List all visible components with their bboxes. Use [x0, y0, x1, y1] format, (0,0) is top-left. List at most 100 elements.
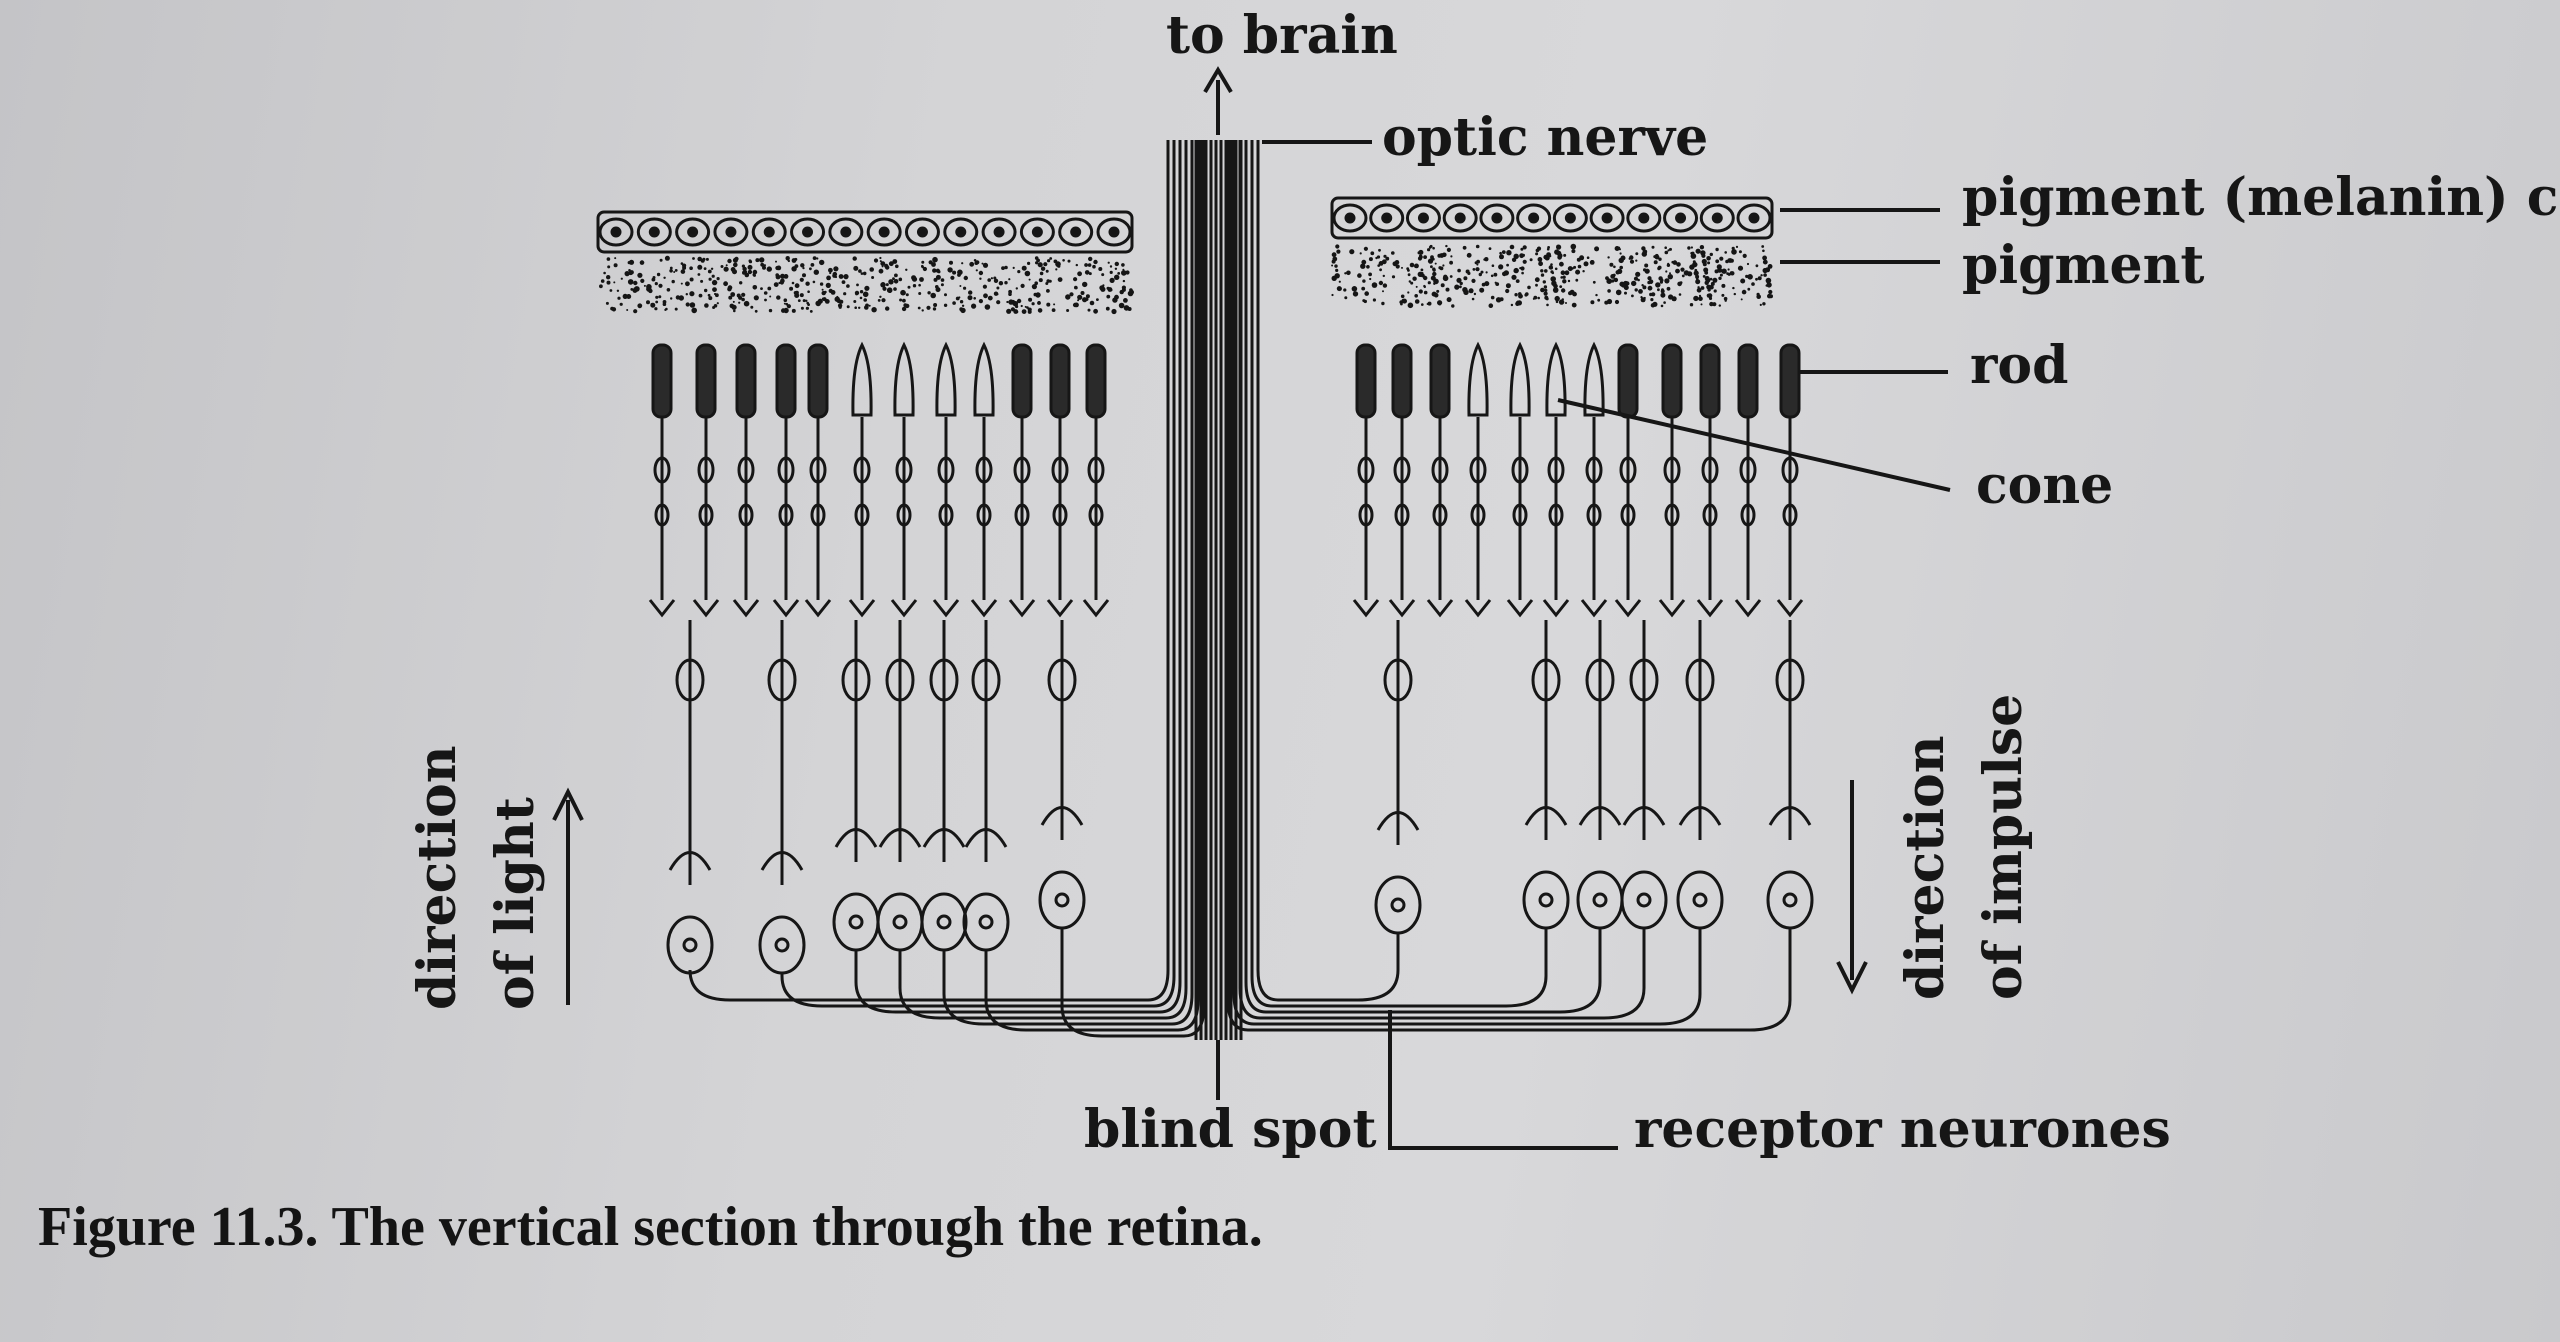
- pigment-dot: [996, 286, 1000, 290]
- nerve-fibre: [984, 140, 1200, 1032]
- ganglion-cell-body: [1038, 870, 1086, 930]
- synapse: [1082, 599, 1110, 618]
- synapse: [1464, 599, 1492, 618]
- pigment-dot: [833, 266, 839, 272]
- pigment-dot: [1513, 253, 1519, 259]
- pigment-dot: [1762, 255, 1767, 261]
- pigment-dot: [961, 304, 965, 307]
- pigment-dot: [1505, 283, 1511, 289]
- pigment-dot: [723, 281, 728, 287]
- pigment-dot: [620, 277, 623, 280]
- pigment-dot: [1730, 271, 1735, 276]
- pigment-dot: [816, 257, 819, 260]
- pigment-dot: [1065, 294, 1071, 300]
- pigment-dot: [978, 299, 984, 304]
- pigment-dot: [1717, 267, 1723, 273]
- receptor-nucleus: [937, 456, 955, 484]
- pigment-dot: [888, 289, 892, 293]
- pigment-cell: [713, 217, 749, 247]
- pigment-dot: [720, 265, 724, 268]
- pigment-dot: [669, 266, 673, 270]
- pigment-dot: [852, 256, 857, 261]
- pigment-dot: [640, 262, 643, 265]
- pigment-dot: [1062, 259, 1065, 262]
- pigment-dot: [1766, 282, 1772, 288]
- pigment-dot: [776, 295, 781, 300]
- pigment-dot: [1610, 274, 1616, 279]
- pigment-dot: [637, 303, 643, 309]
- pigment-dot: [1655, 282, 1661, 288]
- pigment-dot: [1080, 291, 1085, 295]
- pigment-dot: [1024, 270, 1031, 277]
- pigment-dot: [1331, 252, 1337, 258]
- rod-cell: [1614, 343, 1642, 618]
- pigment-dot: [1031, 284, 1037, 290]
- pigment-dot: [1495, 282, 1500, 286]
- pigment-dot: [1762, 302, 1766, 306]
- synapse: [1506, 599, 1534, 618]
- receptor-swelling: [1088, 503, 1104, 527]
- pigment-dot: [1693, 295, 1699, 302]
- receptor-nucleus: [1739, 456, 1757, 484]
- receptor-swelling: [1394, 503, 1410, 527]
- pigment-dot: [1085, 294, 1090, 299]
- pigment-dot: [748, 259, 752, 263]
- pigment-dot: [927, 291, 931, 295]
- pigment-dot: [1392, 261, 1398, 267]
- pigment-dot: [1471, 278, 1476, 283]
- pigment-dot: [1559, 285, 1563, 288]
- pigment-dot: [1513, 268, 1518, 273]
- pigment-cell: [790, 217, 826, 247]
- pigment-cell-nucleus: [1491, 212, 1503, 224]
- pigment-dot: [1109, 270, 1113, 274]
- pigment-dot: [912, 284, 917, 288]
- pigment-dot: [1445, 244, 1448, 248]
- pigment-dot: [1498, 264, 1504, 270]
- bipolar-cell-body: [971, 658, 1001, 702]
- pigment-dot: [797, 299, 801, 302]
- pigment-dot: [1037, 262, 1043, 268]
- pigment-dot: [855, 292, 859, 296]
- receptor-neurones-label: receptor neurones: [1634, 1099, 2171, 1160]
- pigment-dot: [1004, 265, 1008, 270]
- pigment-dot: [825, 282, 831, 288]
- synapse: [1542, 599, 1570, 618]
- dendrite-tuft: [1578, 806, 1622, 826]
- pigment-dot: [609, 289, 613, 292]
- bipolar-cell-body: [1531, 658, 1561, 702]
- synapse: [848, 599, 876, 618]
- pigment-dot: [858, 269, 862, 273]
- ganglion-cell: [1676, 620, 1724, 930]
- rod-outer-segment: [735, 343, 757, 419]
- dendrite-tuft: [1678, 806, 1722, 826]
- pigment-dot: [1629, 259, 1635, 264]
- rod-cell: [1658, 343, 1686, 618]
- pigment-dot: [1747, 274, 1753, 280]
- pigment-dot: [1524, 293, 1528, 297]
- pigment-dot: [1675, 268, 1680, 274]
- nerve-fibre: [1256, 140, 1400, 1002]
- rod-outer-segment: [651, 343, 673, 419]
- pigment-dot: [1620, 255, 1626, 261]
- pigment-dot: [773, 282, 779, 287]
- pigment-dot: [1459, 281, 1463, 286]
- pigment-cell: [981, 217, 1017, 247]
- pigment-dot: [828, 267, 833, 273]
- pigment-dot: [1437, 253, 1442, 258]
- pigment-dot: [967, 295, 973, 301]
- pigment-dot: [606, 257, 611, 261]
- ganglion-nucleus: [1390, 897, 1406, 913]
- pigment-dot: [732, 269, 737, 275]
- pigment-dot: [787, 259, 790, 262]
- pigment-cell: [675, 217, 711, 247]
- pigment-dot: [1017, 270, 1021, 274]
- ganglion-cell: [758, 620, 806, 975]
- pigment-dot: [1414, 294, 1418, 298]
- bipolar-cell-body: [929, 658, 959, 702]
- pigment-dot: [807, 290, 810, 294]
- pigment-dot: [1706, 284, 1711, 290]
- pigment-dot: [733, 262, 738, 268]
- pigment-dot: [619, 302, 623, 306]
- pigment-cell: [1332, 203, 1368, 233]
- pigment-dot: [606, 275, 611, 280]
